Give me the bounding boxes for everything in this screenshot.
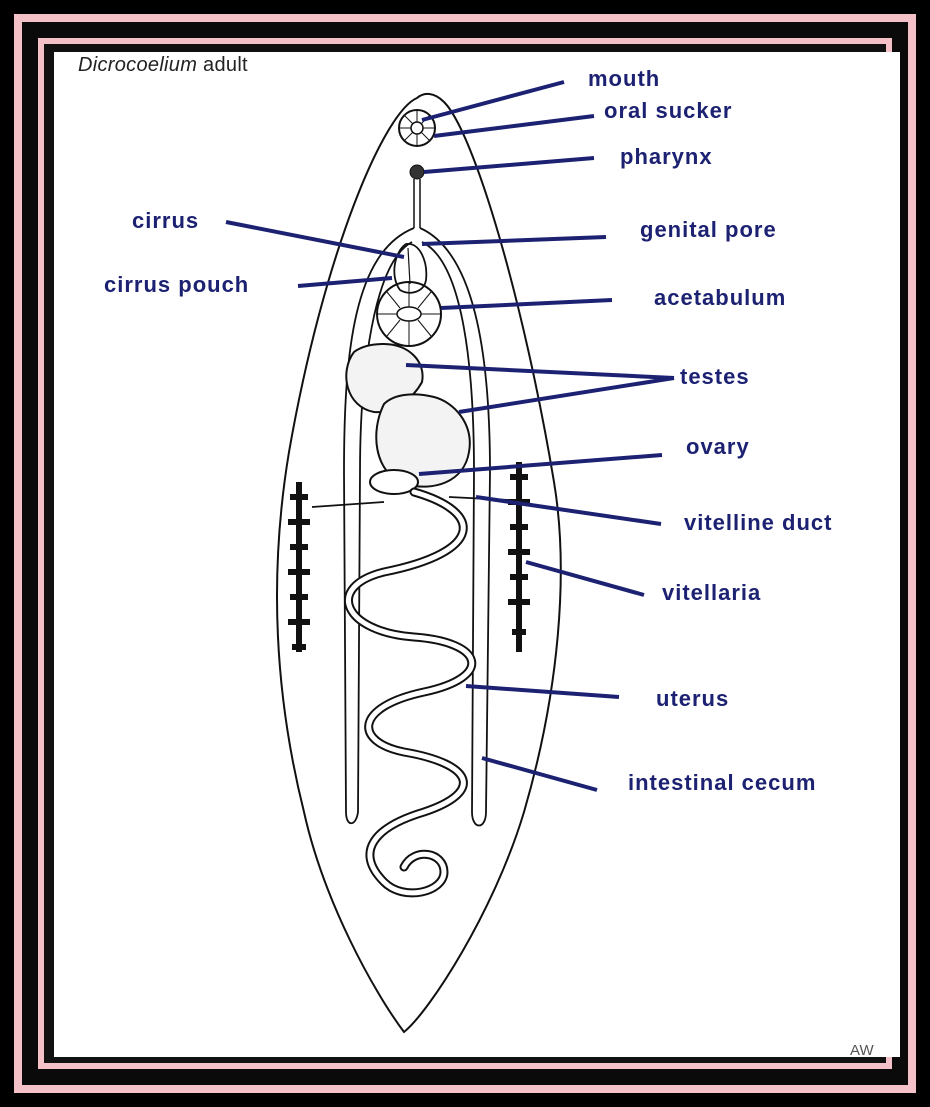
- label-uterus: uterus: [656, 686, 729, 712]
- label-pharynx: pharynx: [620, 144, 713, 170]
- label-intestinal-cecum: intestinal cecum: [628, 770, 816, 796]
- label-ovary: ovary: [686, 434, 750, 460]
- label-oral-sucker: oral sucker: [604, 98, 732, 124]
- label-testes: testes: [680, 364, 750, 390]
- label-vitelline-duct: vitelline duct: [684, 510, 832, 536]
- label-mouth: mouth: [588, 66, 660, 92]
- pharynx-shape: [410, 165, 424, 179]
- fluke-drawing: [54, 52, 900, 1057]
- diagram-canvas: Dicrocoelium adult mouth oral sucker pha…: [54, 52, 900, 1057]
- title-genus: Dicrocoelium: [78, 54, 197, 76]
- credit-mark: AW: [850, 1042, 874, 1057]
- left-vitellaria-shape: [288, 482, 310, 652]
- acetabulum-shape: [377, 282, 441, 346]
- label-vitellaria: vitellaria: [662, 580, 761, 606]
- label-cirrus-pouch: cirrus pouch: [104, 272, 249, 298]
- uterus-shape: [348, 492, 471, 893]
- title-rest: adult: [203, 54, 248, 76]
- left-cecum: [344, 228, 414, 823]
- label-genital-pore: genital pore: [640, 217, 777, 243]
- label-acetabulum: acetabulum: [654, 285, 786, 311]
- label-cirrus: cirrus: [132, 208, 199, 234]
- right-cecum: [420, 228, 490, 826]
- diagram-title: Dicrocoelium adult: [78, 54, 248, 77]
- right-vitellaria-shape: [508, 462, 530, 652]
- oral-sucker-shape: [399, 110, 435, 146]
